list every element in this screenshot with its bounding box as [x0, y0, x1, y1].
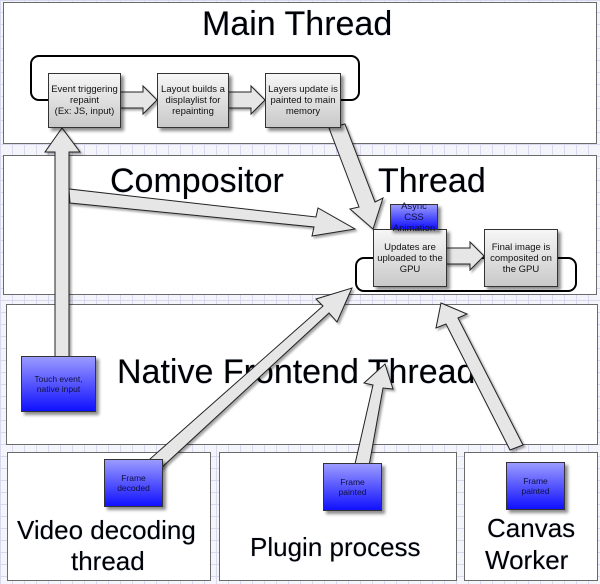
event-line: Frame: [121, 473, 146, 483]
compositor-title-right: Thread: [378, 162, 486, 200]
canvas-worker-title-2: Worker: [485, 545, 569, 575]
event-line: Async CSS: [401, 200, 427, 223]
step-line: Layers update is: [268, 84, 338, 95]
native-frontend-title: Native Frontend Thread: [117, 353, 476, 391]
step-line: repaint: [69, 95, 100, 106]
canvas-worker-title-1: Canvas: [487, 513, 576, 543]
event-line: painted: [521, 486, 550, 496]
event-line: decoded: [117, 483, 150, 493]
compositor-title-left: Compositor: [110, 162, 284, 200]
step-line: Event triggering: [51, 84, 118, 95]
step-line: Final image is: [491, 241, 551, 253]
step-line: painted to main: [270, 95, 336, 106]
event-touch-native-input: Touch event,native input: [21, 356, 96, 412]
event-line: painted: [338, 487, 367, 497]
event-line: Frame: [340, 477, 365, 487]
event-line: Touch event,: [34, 374, 83, 384]
event-line: Animation: [392, 222, 436, 234]
event-line: native input: [36, 384, 81, 394]
canvas-worker-region: Canvas Worker: [464, 452, 598, 581]
plugin-process-title: Plugin process: [250, 532, 421, 562]
step-line: displaylist for: [165, 95, 221, 106]
step-line: the GPU: [502, 263, 540, 275]
step-line: Updates are: [384, 241, 436, 253]
step-line: GPU: [399, 263, 421, 275]
step-line: repainting: [172, 106, 214, 117]
main-thread-title: Main Thread: [202, 5, 393, 43]
event-line: Frame: [523, 476, 548, 486]
video-decoding-title-1: Video decoding: [17, 515, 196, 545]
step-line: (Ex: JS, input): [54, 106, 115, 117]
step-line: composited on: [490, 252, 552, 264]
video-decoding-title-2: thread: [71, 546, 145, 576]
step-line: memory: [285, 106, 321, 117]
step-line: uploaded to the: [377, 252, 443, 264]
step-line: Layout builds a: [161, 84, 225, 95]
